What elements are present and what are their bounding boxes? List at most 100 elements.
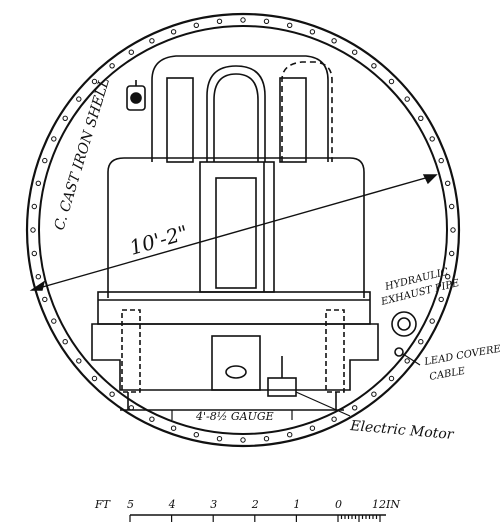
cab-roof-outline xyxy=(151,55,329,162)
shell-bolt-hole xyxy=(438,157,444,164)
shell-inner-ring xyxy=(38,25,448,435)
cable-leader xyxy=(402,353,421,366)
locomotive-car xyxy=(91,55,379,411)
shell-bolt-hole xyxy=(42,157,48,164)
shell-bolt-hole xyxy=(91,375,98,382)
shell-bolt-hole xyxy=(404,358,410,364)
shell-bolt-hole xyxy=(352,49,358,55)
shell-bolt-hole xyxy=(388,78,395,85)
shell-bolt-hole xyxy=(35,274,41,280)
cast-iron-shell xyxy=(25,12,461,448)
scale-feet-unit: FT xyxy=(94,498,112,511)
diameter-dimension xyxy=(29,174,438,291)
shell-bolt-hole xyxy=(51,136,57,142)
shell-bolt-hole xyxy=(309,425,316,431)
shell-bolt-hole xyxy=(438,296,444,303)
scale-tick-label: 3 xyxy=(210,498,217,511)
diameter-arrow-right xyxy=(422,174,438,185)
left-wheel-hidden xyxy=(121,309,141,393)
shell-bolt-hole xyxy=(450,227,456,233)
shell-bolt-hole xyxy=(216,436,223,442)
shell-bolt-hole xyxy=(216,18,223,24)
underframe-band xyxy=(97,291,371,325)
shell-bolt-hole xyxy=(109,391,115,397)
shell-bolt-hole xyxy=(371,391,377,397)
shell-bolt-hole xyxy=(263,18,270,24)
lead-covered-cable xyxy=(394,347,404,357)
shell-bolt-hole xyxy=(331,416,337,422)
diameter-arrow-left xyxy=(29,280,46,291)
shell-bolt-hole xyxy=(418,115,424,122)
shell-bolt-hole xyxy=(449,250,455,257)
shell-bolt-hole xyxy=(62,339,68,345)
scale-inch-max: 12 xyxy=(372,498,386,511)
motor-housing xyxy=(211,335,261,391)
shell-bolt-hole xyxy=(76,358,82,364)
shell-bolt-hole xyxy=(51,318,57,324)
hydraulic-exhaust-pipe-bore xyxy=(397,317,411,331)
cab-right-window xyxy=(279,77,307,163)
shell-bolt-hole xyxy=(331,38,337,44)
shell-bolt-hole xyxy=(35,180,41,187)
shell-outer-ring xyxy=(25,12,461,448)
side-fittings xyxy=(391,311,417,357)
shell-bolt-hole xyxy=(449,203,455,210)
shell-bolt-hole xyxy=(240,437,246,443)
shell-bolt-hole xyxy=(287,432,293,438)
shell-bolt-hole xyxy=(240,17,246,23)
cab-arched-door-inner xyxy=(213,73,259,162)
diameter-line xyxy=(31,174,437,291)
right-wheel-hidden xyxy=(325,309,345,393)
shell-bolt-hole xyxy=(170,425,177,431)
shell-bolt-hole xyxy=(76,96,82,102)
shell-bolt-hole xyxy=(263,436,270,442)
shell-bolt-hole xyxy=(371,63,377,69)
lamp-lens xyxy=(130,92,142,104)
hydraulic-exhaust-pipe xyxy=(391,311,417,337)
electric-motor-box xyxy=(267,377,297,397)
scale-inch-unit: IN xyxy=(385,498,400,511)
cable-label-line1: LEAD COVERED xyxy=(423,342,500,368)
shell-bolt-hole xyxy=(128,49,135,55)
shell-bolt-hole xyxy=(170,29,177,35)
scale-tick-label: 0 xyxy=(335,498,342,511)
shell-bolt-holes xyxy=(30,17,456,443)
motor-inspection-port xyxy=(225,365,247,379)
shell-bolt-hole xyxy=(404,96,410,102)
motor-label: Electric Motor xyxy=(349,418,456,443)
shell-bolt-hole xyxy=(109,63,115,69)
door-window xyxy=(215,177,257,289)
cable-label-line2: CABLE xyxy=(429,366,467,383)
shell-bolt-hole xyxy=(287,22,293,28)
gauge-label: 4'-8½ GAUGE xyxy=(195,410,274,423)
shell-bolt-hole xyxy=(42,296,48,303)
car-main-body xyxy=(107,157,365,298)
scale-tick-label: 5 xyxy=(127,498,134,511)
shell-label: C. CAST IRON SHELL xyxy=(52,76,114,232)
shell-bolt-hole xyxy=(445,274,451,280)
scale-marks xyxy=(129,515,381,522)
door-panel xyxy=(199,161,275,293)
leader-lines xyxy=(171,353,421,420)
motor-leader xyxy=(295,391,351,417)
shell-bolt-hole xyxy=(429,318,435,324)
shell-bolt-hole xyxy=(418,339,424,345)
scale-tick-label: 1 xyxy=(293,498,300,511)
shell-bolt-hole xyxy=(429,136,435,142)
cab-left-window xyxy=(166,77,194,163)
shell-bolt-hole xyxy=(309,29,316,35)
shell-bolt-hole xyxy=(193,432,200,438)
shell-bolt-hole xyxy=(445,180,451,187)
shell-bolt-hole xyxy=(31,203,37,210)
hidden-cab-outline xyxy=(281,61,333,162)
shell-bolt-hole xyxy=(352,405,358,411)
scale-tick-label: 2 xyxy=(251,498,259,511)
shell-bolt-hole xyxy=(30,227,36,233)
shell-bolt-hole xyxy=(149,38,155,44)
shell-bolt-hole xyxy=(31,250,37,257)
shell-bolt-hole xyxy=(62,115,68,122)
shell-bolt-hole xyxy=(149,416,155,422)
